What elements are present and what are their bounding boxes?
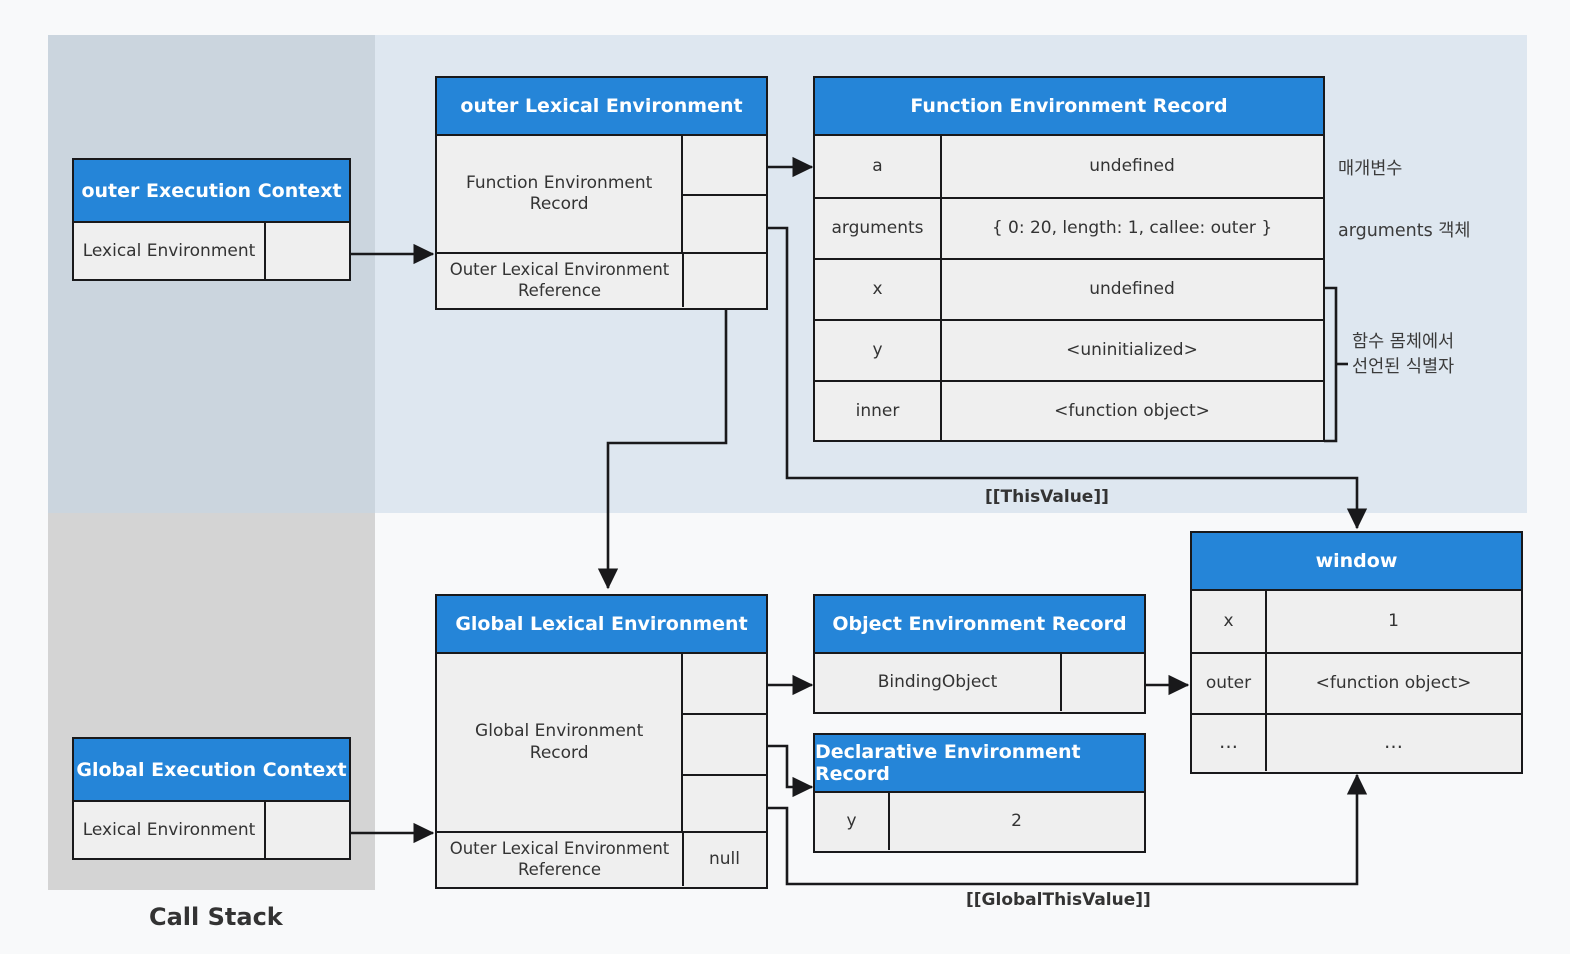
gle-ger-pointer-cell-2 xyxy=(683,713,766,774)
call-stack-label: Call Stack xyxy=(149,903,283,931)
global-lexical-environment-title: Global Lexical Environment xyxy=(437,596,766,654)
window-value-ellipsis: … xyxy=(1265,715,1520,771)
global-ec-lexical-environment-pointer-cell xyxy=(264,802,348,859)
object-environment-record-title: Object Environment Record xyxy=(815,596,1144,654)
fer-key-y: y xyxy=(872,339,883,360)
outer-lexical-environment-box[interactable]: outer Lexical Environment Function Envir… xyxy=(435,76,768,310)
fer-value-arguments: { 0: 20, length: 1, callee: outer } xyxy=(940,199,1322,258)
oer-binding-object-label: BindingObject xyxy=(877,671,998,692)
annotation-body-identifiers-line1: 함수 몸체에서 xyxy=(1352,332,1455,352)
der-value-y: 2 xyxy=(888,793,1143,850)
window-object-title: window xyxy=(1192,533,1521,591)
oer-binding-object-pointer-cell xyxy=(1060,654,1143,711)
der-key-y: y xyxy=(846,810,857,831)
window-key-ellipsis: … xyxy=(1219,731,1238,754)
table-row: y 2 xyxy=(815,793,1144,850)
object-environment-record-box[interactable]: Object Environment Record BindingObject xyxy=(813,594,1146,714)
outer-lexical-environment-title: outer Lexical Environment xyxy=(437,78,766,136)
fer-value-x: undefined xyxy=(940,260,1322,319)
global-ec-lexical-environment-label: Lexical Environment xyxy=(82,819,256,840)
gle-ger-pointer-cell-3 xyxy=(683,774,766,829)
outer-execution-context-box[interactable]: outer Execution Context Lexical Environm… xyxy=(72,158,351,281)
gle-ger-pointer-cell-1 xyxy=(683,654,766,713)
annotation-body-identifiers-line2: 선언된 식별자 xyxy=(1352,357,1455,377)
window-key-outer: outer xyxy=(1205,672,1252,693)
this-value-link-label: [[ThisValue]] xyxy=(985,487,1109,507)
table-row: … … xyxy=(1192,713,1521,771)
gle-outer-reference-label: Outer Lexical Environment Reference xyxy=(449,838,670,879)
outer-le-fer-pointer-cell-1 xyxy=(683,136,766,194)
window-key-x: x xyxy=(1223,610,1234,631)
outer-le-outer-reference-label: Outer Lexical Environment Reference xyxy=(449,259,670,300)
table-row: x 1 xyxy=(1192,591,1521,652)
global-this-value-link-label: [[GlobalThisValue]] xyxy=(966,890,1151,910)
global-execution-context-box[interactable]: Global Execution Context Lexical Environ… xyxy=(72,737,351,860)
fer-key-x: x xyxy=(872,278,883,299)
global-execution-context-title: Global Execution Context xyxy=(74,739,349,802)
gle-global-environment-record-label: Global Environment Record xyxy=(475,721,644,763)
outer-ec-lexical-environment-pointer-cell xyxy=(264,223,348,280)
table-row: x undefined xyxy=(815,258,1323,319)
table-row: outer <function object> xyxy=(1192,652,1521,713)
annotation-parameter: 매개변수 xyxy=(1338,159,1403,179)
outer-le-outer-reference-pointer-cell xyxy=(682,254,765,307)
fer-key-arguments: arguments xyxy=(831,217,924,238)
fer-key-inner: inner xyxy=(855,400,900,421)
function-environment-record-box[interactable]: Function Environment Record a undefined … xyxy=(813,76,1325,442)
annotation-arguments-object: arguments 객체 xyxy=(1338,221,1471,241)
declarative-environment-record-title: Declarative Environment Record xyxy=(815,735,1144,793)
gle-ger-pointer-column xyxy=(681,654,766,831)
table-row: arguments { 0: 20, length: 1, callee: ou… xyxy=(815,197,1323,258)
outer-execution-context-title: outer Execution Context xyxy=(74,160,349,223)
window-value-outer: <function object> xyxy=(1265,654,1520,713)
global-lexical-environment-box[interactable]: Global Lexical Environment Global Enviro… xyxy=(435,594,768,889)
gle-outer-reference-value: null xyxy=(682,833,765,886)
table-row: y <uninitialized> xyxy=(815,319,1323,380)
outer-le-function-environment-record-label: Function Environment Record xyxy=(466,172,653,214)
fer-key-a: a xyxy=(872,155,883,176)
fer-value-a: undefined xyxy=(940,136,1322,197)
window-value-x: 1 xyxy=(1265,591,1520,652)
declarative-environment-record-box[interactable]: Declarative Environment Record y 2 xyxy=(813,733,1146,853)
function-environment-record-title: Function Environment Record xyxy=(815,78,1323,136)
window-object-box[interactable]: window x 1 outer <function object> … … xyxy=(1190,531,1523,774)
fer-value-inner: <function object> xyxy=(940,382,1322,441)
table-row: inner <function object> xyxy=(815,380,1323,441)
outer-le-fer-pointer-cell-2 xyxy=(683,194,766,249)
outer-le-fer-pointer-column xyxy=(681,136,766,252)
table-row: a undefined xyxy=(815,136,1323,197)
outer-ec-lexical-environment-label: Lexical Environment xyxy=(82,240,256,261)
fer-value-y: <uninitialized> xyxy=(940,321,1322,380)
